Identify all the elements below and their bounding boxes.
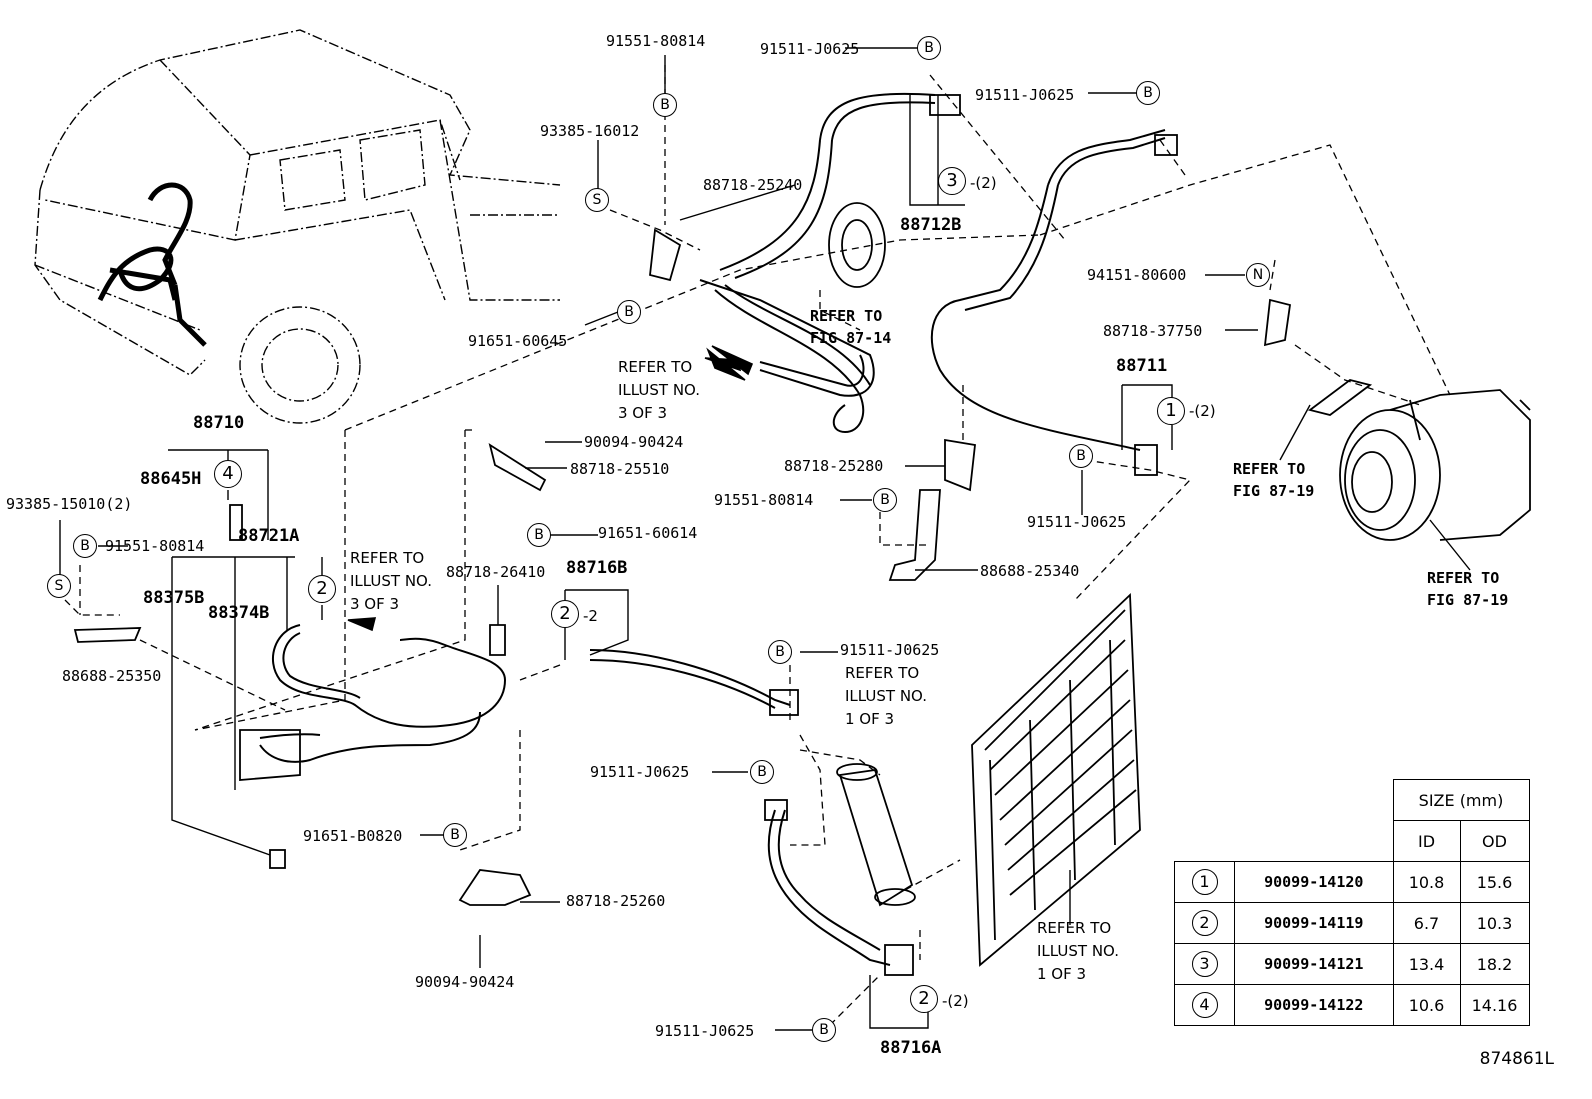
oring-4-marker: 4	[214, 460, 242, 488]
part-label: 88711	[1116, 356, 1168, 376]
row-number: 4	[1191, 992, 1218, 1018]
column-header-id: ID	[1392, 820, 1461, 862]
quantity-note: -(2)	[1189, 402, 1216, 420]
oring-2-marker: 2	[551, 600, 579, 628]
part-label: 88688-25340	[980, 562, 1080, 580]
table-row: 3 90099-14121 13.4 18.2	[1174, 943, 1530, 985]
part-label: 94151-80600	[1087, 266, 1187, 284]
table-row: 1 90099-14120 10.8 15.6	[1174, 861, 1530, 903]
reference-note: REFER TO FIG 87-19	[1427, 569, 1509, 609]
part-label: 91511-J0625	[760, 40, 860, 58]
part-label: 91511-J0625	[840, 641, 940, 659]
reference-note: REFER TO FIG 87-14	[810, 307, 892, 347]
code-b-marker: B	[527, 523, 551, 547]
vehicle-ac-lines	[97, 182, 207, 347]
part-label: 93385-15010(2)	[6, 495, 133, 513]
code-s-marker: S	[585, 188, 609, 212]
part-label: 88718-25280	[784, 457, 884, 475]
part-label: 91651-60645	[468, 332, 568, 350]
part-label: 91651-B0820	[303, 827, 403, 845]
flow-arrows	[347, 345, 754, 632]
oring-3-marker: 3	[938, 167, 966, 195]
hoses	[259, 92, 1166, 966]
reference-note: REFER TO ILLUST NO. 1 OF 3	[1037, 919, 1120, 983]
part-label: 88721A	[238, 526, 300, 546]
od-cell: 10.3	[1459, 902, 1530, 944]
components	[73, 94, 1531, 976]
code-b-marker: B	[443, 823, 467, 847]
part-label: 91551-80814	[714, 491, 814, 509]
part-number-cell: 90099-14119	[1234, 902, 1394, 944]
part-number-cell: 90099-14120	[1234, 861, 1394, 903]
quantity-note: -2	[583, 607, 598, 625]
code-b-marker: B	[1069, 444, 1093, 468]
code-b-marker: B	[768, 640, 792, 664]
part-number-cell: 90099-14121	[1234, 943, 1394, 985]
od-cell: 15.6	[1459, 861, 1530, 903]
part-label: 88718-25240	[703, 176, 803, 194]
od-cell: 18.2	[1459, 943, 1530, 985]
reference-note: REFER TO ILLUST NO. 3 OF 3	[618, 358, 701, 422]
part-label: 91511-J0625	[590, 763, 690, 781]
part-label: 88375B	[143, 588, 205, 608]
code-n-marker: N	[1246, 263, 1270, 287]
reference-note: REFER TO FIG 87-19	[1233, 460, 1315, 500]
part-label: 91551-80814	[105, 537, 205, 555]
reference-note: REFER TO ILLUST NO. 3 OF 3	[350, 549, 433, 613]
part-label: 88688-25350	[62, 667, 162, 685]
od-cell: 14.16	[1459, 984, 1530, 1026]
part-label: 88718-26410	[446, 563, 546, 581]
leader-lines	[59, 47, 1471, 1031]
part-label: 90094-90424	[584, 433, 684, 451]
quantity-note: -(2)	[970, 174, 997, 192]
part-label: 91511-J0625	[1027, 513, 1127, 531]
part-label: 88712B	[900, 215, 962, 235]
code-b-marker: B	[873, 488, 897, 512]
row-number: 2	[1191, 910, 1218, 936]
oring-2-marker: 2	[910, 985, 938, 1013]
code-b-marker: B	[812, 1018, 836, 1042]
oring-2-marker: 2	[308, 575, 336, 603]
part-label: 90094-90424	[415, 973, 515, 991]
code-s-marker: S	[47, 574, 71, 598]
part-label: 91511-J0625	[975, 86, 1075, 104]
oring-size-table: SIZE (mm) ID OD 1 90099-14120 10.8 15.6 …	[1174, 779, 1530, 1026]
part-label: 91511-J0625	[655, 1022, 755, 1040]
part-label: 88716A	[880, 1038, 942, 1058]
table-row: 2 90099-14119 6.7 10.3	[1174, 902, 1530, 944]
part-label: 88374B	[208, 603, 270, 623]
part-label: 88716B	[566, 558, 628, 578]
code-b-marker: B	[1136, 81, 1160, 105]
table-row: 4 90099-14122 10.6 14.16	[1174, 984, 1530, 1026]
id-cell: 10.8	[1392, 861, 1461, 903]
id-cell: 6.7	[1392, 902, 1461, 944]
row-number: 3	[1191, 951, 1218, 977]
vehicle-outline	[34, 29, 561, 424]
part-label: 88718-37750	[1103, 322, 1203, 340]
quantity-note: -(2)	[942, 992, 969, 1010]
id-cell: 10.6	[1392, 984, 1461, 1026]
part-label: 88710	[193, 413, 245, 433]
part-label: 88718-25260	[566, 892, 666, 910]
part-number-cell: 90099-14122	[1234, 984, 1394, 1026]
code-b-marker: B	[917, 36, 941, 60]
row-number: 1	[1191, 869, 1218, 895]
code-b-marker: B	[750, 760, 774, 784]
code-b-marker: B	[653, 93, 677, 117]
size-header: SIZE (mm)	[1392, 779, 1530, 821]
code-b-marker: B	[73, 534, 97, 558]
part-label: 91651-60614	[598, 524, 698, 542]
column-header-od: OD	[1459, 820, 1530, 862]
reference-note: REFER TO ILLUST NO. 1 OF 3	[845, 664, 928, 728]
figure-id: 874861L	[1479, 1049, 1554, 1069]
part-label: 93385-16012	[540, 122, 640, 140]
id-cell: 13.4	[1392, 943, 1461, 985]
part-label: 88645H	[140, 469, 202, 489]
oring-1-marker: 1	[1157, 397, 1185, 425]
part-label: 88718-25510	[570, 460, 670, 478]
part-label: 91551-80814	[606, 32, 706, 50]
code-b-marker: B	[617, 300, 641, 324]
